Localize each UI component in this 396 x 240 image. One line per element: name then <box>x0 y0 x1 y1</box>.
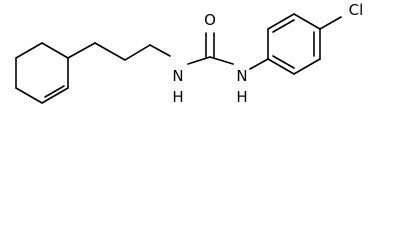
ring-double-bond-inner <box>272 55 295 69</box>
ring-bond <box>41 42 69 59</box>
c-cl-bond <box>319 16 342 30</box>
ethyl-linker <box>67 42 171 61</box>
urea-group: O N H N H <box>172 11 269 106</box>
ring-bond <box>267 13 295 30</box>
hydrogen-label: H <box>172 88 183 106</box>
ring-bond <box>293 58 321 75</box>
oxygen-label: O <box>204 11 216 29</box>
n-aryl-bond <box>249 58 269 70</box>
chain-bond <box>124 44 151 61</box>
c-n-bond <box>209 56 234 65</box>
chain-bond <box>149 44 171 57</box>
ring-bond <box>15 87 43 104</box>
chlorophenyl-ring: Cl <box>267 1 364 75</box>
cyclohexene-ring <box>15 42 69 104</box>
nitrogen-label: N <box>236 67 247 85</box>
chain-bond <box>67 42 96 59</box>
nitrogen-label: N <box>172 67 183 85</box>
chlorine-label: Cl <box>349 1 364 19</box>
chemical-structure-diagram: O N H N H Cl <box>15 1 364 106</box>
ring-bond <box>15 42 43 59</box>
ring-bond <box>41 87 69 104</box>
n-c-bond <box>187 56 211 65</box>
ring-double-bond-inner <box>44 85 65 98</box>
ring-bond <box>293 13 321 30</box>
chain-bond <box>94 42 126 61</box>
hydrogen-label: H <box>236 88 247 106</box>
ring-double-bond-inner <box>272 19 295 33</box>
ring-bond <box>267 58 295 75</box>
